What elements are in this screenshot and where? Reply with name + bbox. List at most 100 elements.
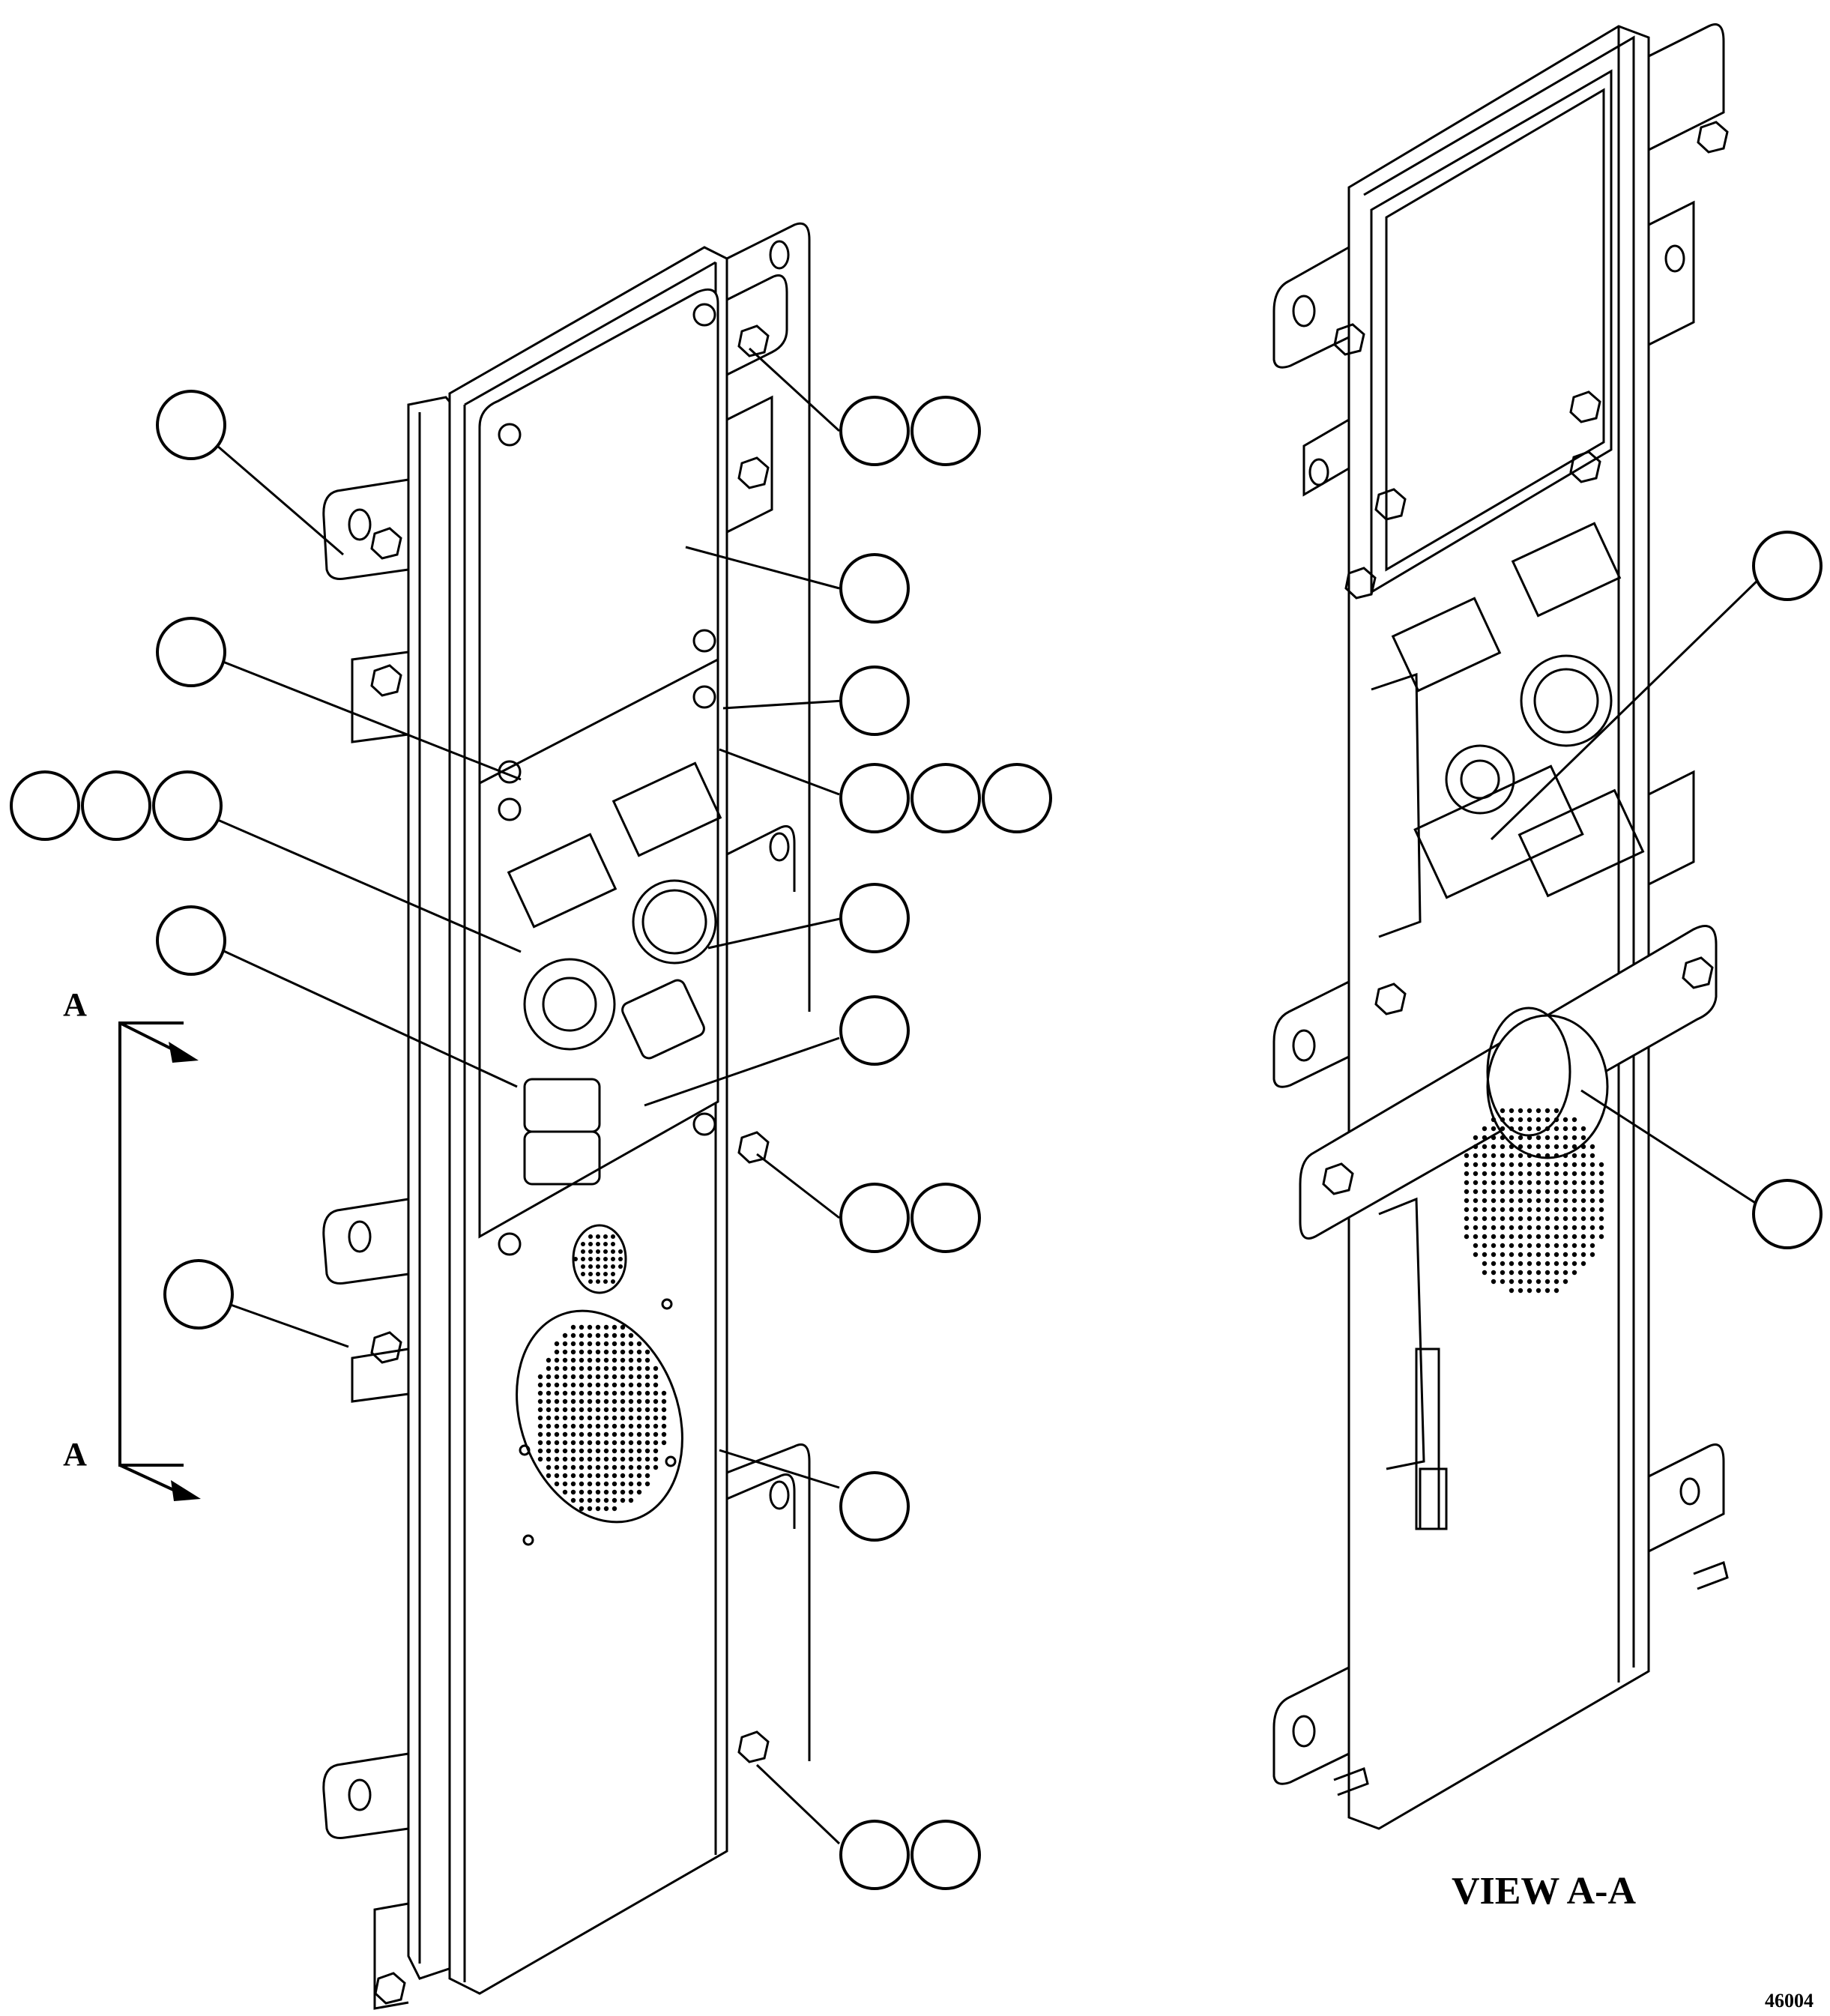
grille-hole bbox=[1509, 1162, 1515, 1168]
grille-hole bbox=[595, 1497, 601, 1503]
grille-hole bbox=[570, 1357, 576, 1363]
grille-hole bbox=[1509, 1171, 1515, 1177]
grille-hole bbox=[603, 1234, 608, 1239]
grille-hole bbox=[603, 1398, 609, 1404]
grille-hole bbox=[1553, 1126, 1559, 1132]
grille-hole bbox=[587, 1390, 593, 1396]
grille-hole bbox=[1544, 1180, 1550, 1186]
grille-hole bbox=[562, 1415, 568, 1421]
grille-hole bbox=[1482, 1270, 1488, 1276]
grille-hole bbox=[579, 1415, 585, 1421]
grille-hole bbox=[1464, 1171, 1470, 1177]
grille-hole bbox=[603, 1407, 609, 1413]
grille-hole bbox=[1571, 1189, 1577, 1195]
section-label-bottom: A bbox=[63, 1436, 87, 1473]
grille-hole bbox=[628, 1431, 634, 1437]
grille-hole bbox=[570, 1415, 576, 1421]
grille-hole bbox=[579, 1333, 585, 1339]
grille-hole bbox=[1500, 1108, 1506, 1114]
grille-hole bbox=[603, 1272, 608, 1276]
grille-hole bbox=[603, 1249, 608, 1254]
grille-hole bbox=[595, 1489, 601, 1495]
grille-hole bbox=[1535, 1252, 1541, 1258]
grille-hole bbox=[579, 1489, 585, 1495]
grille-hole bbox=[1526, 1162, 1532, 1168]
grille-hole bbox=[1580, 1171, 1586, 1177]
grille-hole bbox=[1544, 1144, 1550, 1150]
grille-hole bbox=[562, 1489, 568, 1495]
grille-hole bbox=[1571, 1162, 1577, 1168]
grille-hole bbox=[1509, 1126, 1515, 1132]
grille-hole bbox=[644, 1357, 650, 1363]
grille-hole bbox=[1535, 1243, 1541, 1249]
grille-hole bbox=[1544, 1207, 1550, 1213]
speaker-grille-front bbox=[537, 1324, 667, 1512]
grille-hole bbox=[1553, 1270, 1559, 1276]
grille-hole bbox=[1500, 1252, 1506, 1258]
grille-hole bbox=[644, 1456, 650, 1462]
grille-hole bbox=[562, 1341, 568, 1347]
right-mounting-rail bbox=[726, 222, 811, 1763]
grille-hole bbox=[603, 1440, 609, 1446]
grille-hole bbox=[1491, 1153, 1497, 1159]
grille-hole bbox=[1509, 1225, 1515, 1231]
grille-hole bbox=[1509, 1207, 1515, 1213]
grille-hole bbox=[554, 1440, 560, 1446]
grille-hole bbox=[1518, 1216, 1524, 1222]
grille-hole bbox=[587, 1415, 593, 1421]
grille-hole bbox=[1473, 1135, 1479, 1141]
grille-hole bbox=[588, 1242, 593, 1246]
grille-hole bbox=[1473, 1171, 1479, 1177]
grille-hole bbox=[653, 1431, 659, 1437]
grille-hole bbox=[595, 1324, 601, 1330]
grille-hole bbox=[581, 1249, 585, 1254]
grille-hole bbox=[1482, 1135, 1488, 1141]
grille-hole bbox=[603, 1374, 609, 1380]
grille-hole bbox=[1580, 1225, 1586, 1231]
grille-hole bbox=[1518, 1243, 1524, 1249]
figure-number: 46004 bbox=[1765, 1990, 1814, 2012]
grille-hole bbox=[1580, 1216, 1586, 1222]
grille-hole bbox=[1464, 1198, 1470, 1204]
grille-hole bbox=[1518, 1162, 1524, 1168]
grille-hole bbox=[603, 1382, 609, 1388]
grille-hole bbox=[595, 1407, 601, 1413]
grille-hole bbox=[1518, 1189, 1524, 1195]
grille-hole bbox=[1553, 1207, 1559, 1213]
grille-hole bbox=[1589, 1198, 1595, 1204]
grille-hole bbox=[554, 1431, 560, 1437]
grille-hole bbox=[1526, 1207, 1532, 1213]
grille-hole bbox=[1491, 1270, 1497, 1276]
grille-hole bbox=[1580, 1162, 1586, 1168]
view-a-a-callouts bbox=[1752, 531, 1823, 1249]
grille-hole bbox=[1509, 1144, 1515, 1150]
grille-hole bbox=[1509, 1261, 1515, 1267]
grille-hole bbox=[1589, 1234, 1595, 1240]
grille-hole bbox=[1571, 1261, 1577, 1267]
grille-hole bbox=[620, 1374, 626, 1380]
grille-hole bbox=[620, 1489, 626, 1495]
callout-balloon bbox=[839, 666, 910, 736]
grille-hole bbox=[554, 1390, 560, 1396]
grille-hole bbox=[661, 1415, 667, 1421]
grille-hole bbox=[554, 1464, 560, 1470]
grille-hole bbox=[611, 1415, 617, 1421]
grille-hole bbox=[636, 1489, 642, 1495]
grille-hole bbox=[1598, 1171, 1604, 1177]
grille-hole bbox=[628, 1357, 634, 1363]
grille-hole bbox=[628, 1415, 634, 1421]
grille-hole bbox=[1589, 1180, 1595, 1186]
grille-hole bbox=[628, 1341, 634, 1347]
grille-hole bbox=[587, 1440, 593, 1446]
grille-hole bbox=[1518, 1117, 1524, 1123]
grille-hole bbox=[579, 1423, 585, 1429]
grille-hole bbox=[1589, 1207, 1595, 1213]
grille-hole bbox=[1509, 1252, 1515, 1258]
grille-hole bbox=[644, 1431, 650, 1437]
grille-hole bbox=[603, 1341, 609, 1347]
grille-hole bbox=[1535, 1144, 1541, 1150]
grille-hole bbox=[653, 1464, 659, 1470]
grille-hole bbox=[579, 1407, 585, 1413]
grille-hole bbox=[554, 1456, 560, 1462]
callout-balloon bbox=[839, 553, 910, 624]
